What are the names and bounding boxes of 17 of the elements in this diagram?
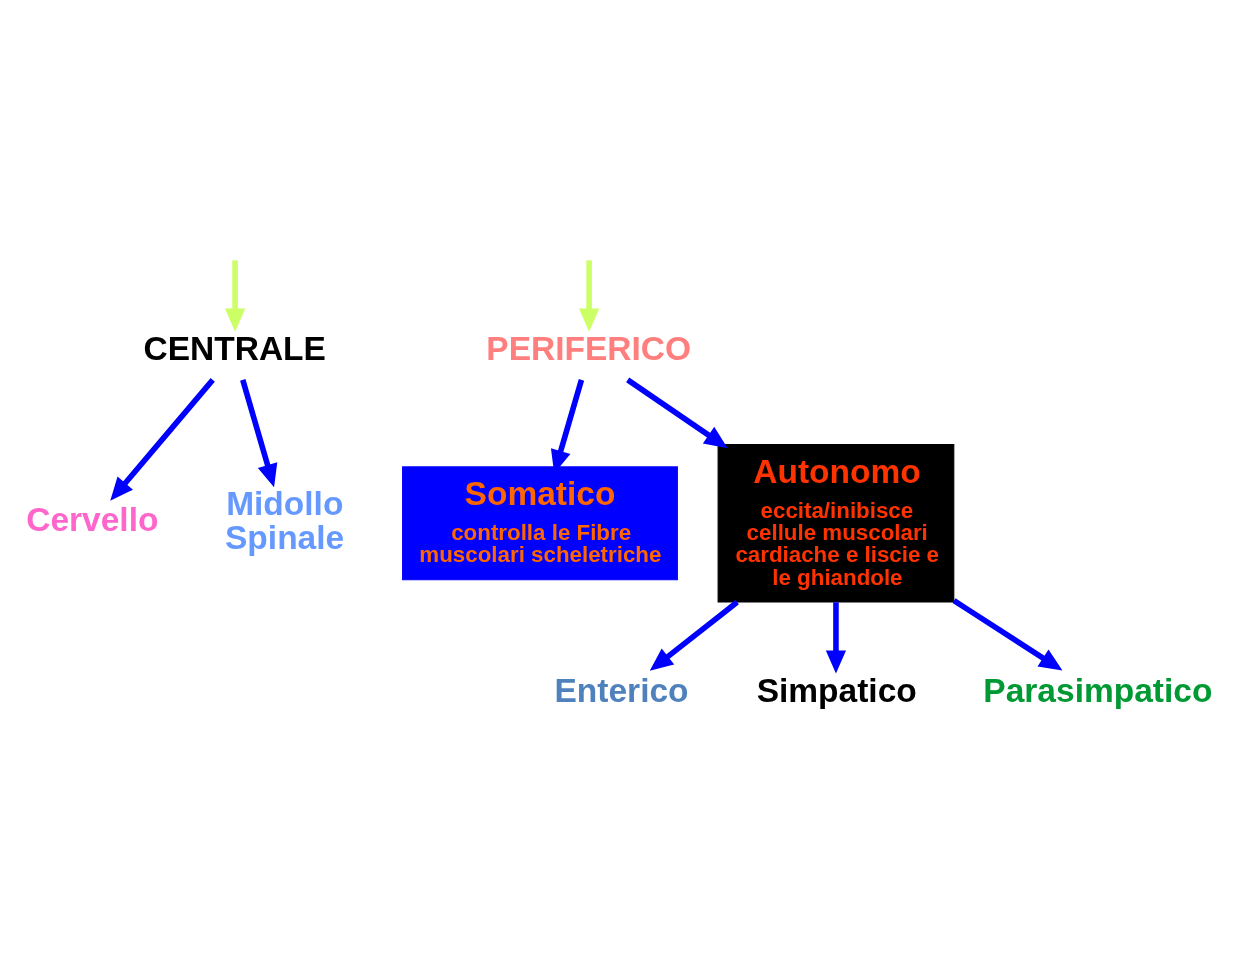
node-text: Midollo Spinale (225, 484, 345, 556)
node-text: Enterico (554, 671, 689, 709)
node-box: Autonomo eccita/inibisce cellule muscolari cardiache e liscie e le ghiandole (717, 443, 955, 603)
arrow (626, 377, 728, 448)
arrow (110, 377, 215, 501)
arrow (240, 378, 278, 487)
node-text: Parasimpatico (983, 671, 1213, 709)
node-text: Cervello (26, 500, 159, 538)
node-text: PERIFERICO (486, 329, 692, 367)
node-text: CENTRALE (143, 329, 326, 367)
arrow (579, 259, 600, 332)
arrow (952, 597, 1063, 671)
arrow (649, 599, 739, 671)
node-box: Somatico controlla le Fibre muscolari scheletriche (402, 465, 678, 580)
node-text: Simpatico (756, 671, 917, 709)
arrow (224, 259, 246, 332)
arrow (825, 601, 847, 674)
